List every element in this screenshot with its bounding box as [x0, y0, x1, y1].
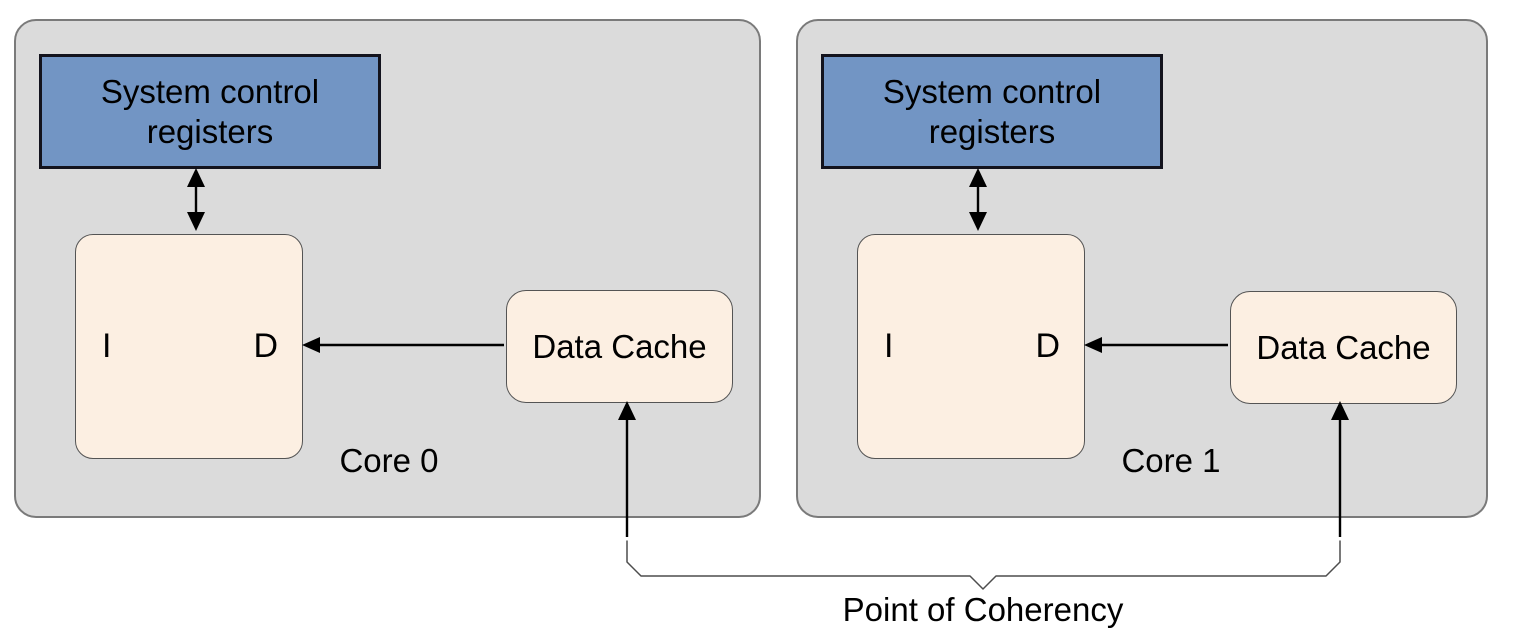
core1-data-cache-label: Data Cache [1256, 328, 1431, 366]
core1-instruction-side-label: I [884, 327, 894, 365]
core1-scr-label-line2: registers [928, 112, 1056, 150]
point-of-coherency-brace [626, 540, 1341, 590]
core0-data-cache-box: Data Cache [506, 290, 733, 403]
core1-data-side-label: D [1035, 327, 1060, 365]
point-of-coherency-label: Point of Coherency [842, 591, 1124, 628]
core1-data-cache-box: Data Cache [1230, 291, 1457, 404]
core0-data-side-label: D [253, 327, 278, 365]
core1-processor-box: I D [857, 234, 1085, 459]
core0-label: Core 0 [339, 442, 439, 479]
core1-system-control-registers-box: System control registers [821, 54, 1163, 169]
core0-scr-label-line1: System control [100, 72, 320, 110]
core0-instruction-side-label: I [102, 327, 112, 365]
core0-scr-label-line2: registers [146, 112, 274, 150]
core0-system-control-registers-box: System control registers [39, 54, 381, 169]
core0-container: System control registers I D Data Cache … [14, 19, 761, 518]
core0-data-cache-label: Data Cache [532, 327, 707, 365]
core1-container: System control registers I D Data Cache … [796, 19, 1488, 518]
core0-processor-box: I D [75, 234, 303, 459]
core1-scr-label-line1: System control [882, 72, 1102, 110]
core1-label: Core 1 [1121, 442, 1221, 479]
